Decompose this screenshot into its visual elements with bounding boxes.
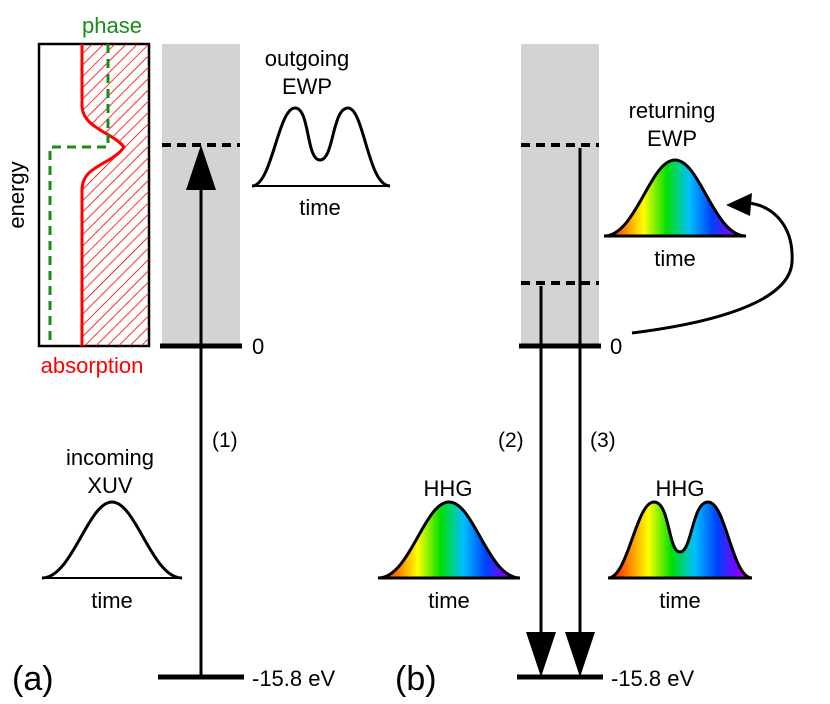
continuum-band-b [521, 44, 599, 346]
outgoing-label-line1: outgoing [265, 46, 349, 71]
panel-a-label: (a) [12, 660, 54, 698]
ground-energy-label-a: -15.8 eV [252, 666, 335, 691]
transition-2-arrowhead [526, 632, 556, 677]
zero-label-b: 0 [610, 334, 622, 359]
outgoing-ewp-pulse [251, 106, 391, 188]
ground-energy-label-b: -15.8 eV [611, 666, 694, 691]
incoming-label-line1: incoming [66, 445, 154, 470]
absorption-curve [80, 44, 126, 346]
returning-ewp-pulse [603, 158, 747, 238]
hhg-left-time-label: time [428, 588, 470, 613]
panel-a: phase energy absorption 0 -15.8 eV (1) o… [4, 13, 391, 698]
return-trajectory-arrow [631, 201, 794, 335]
phase-curve [48, 44, 110, 346]
absorption-phase-inset: phase energy absorption [4, 13, 151, 378]
return-trajectory-arrowhead [726, 193, 752, 216]
zero-label-a: 0 [252, 334, 264, 359]
energy-axis-label: energy [4, 161, 29, 228]
transition-2-label: (2) [498, 429, 524, 452]
returning-time-label: time [654, 246, 696, 271]
returning-label-line1: returning [629, 98, 716, 123]
phase-label: phase [82, 13, 142, 38]
panel-b: 0 -15.8 eV (2) (3) returning EWP time HH… [377, 44, 794, 698]
transition-1-label: (1) [212, 429, 238, 452]
absorption-label: absorption [41, 353, 144, 378]
hhg-right-time-label: time [659, 588, 701, 613]
transition-3-arrowhead [565, 632, 595, 677]
transition-3-label: (3) [590, 429, 616, 452]
incoming-time-label: time [91, 588, 133, 613]
outgoing-label-line2: EWP [282, 74, 332, 99]
hhg-right-spectrum [607, 500, 753, 580]
absorption-hatched-area [82, 44, 149, 346]
incoming-xuv-pulse [41, 500, 183, 580]
returning-label-line2: EWP [647, 126, 697, 151]
hhg-left-spectrum [377, 500, 521, 580]
hhg-right-title: HHG [656, 476, 705, 501]
hhg-left-title: HHG [424, 476, 473, 501]
outgoing-time-label: time [299, 195, 341, 220]
panel-b-label: (b) [395, 660, 437, 698]
transition-1-arrowhead [186, 145, 216, 190]
incoming-label-line2: XUV [87, 473, 133, 498]
